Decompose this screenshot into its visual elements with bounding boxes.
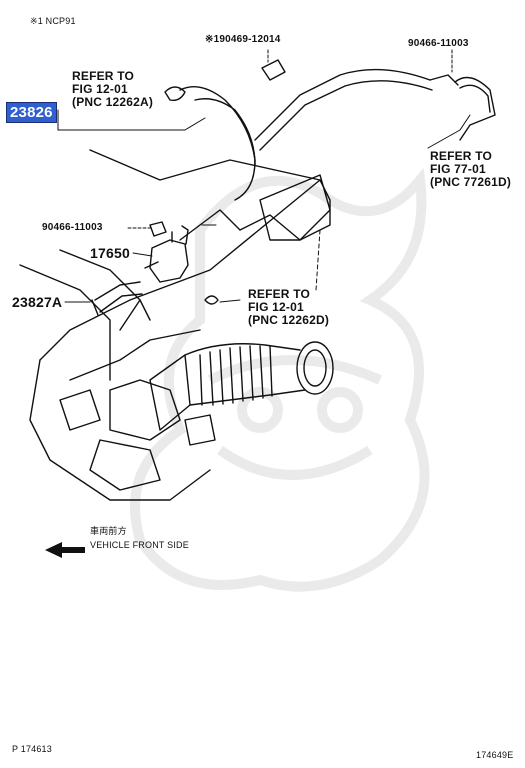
part-label-23827a[interactable]: 23827A <box>12 294 63 310</box>
reference-fig-77-01[interactable]: REFER TO FIG 77-01 (PNC 77261D) <box>430 150 511 189</box>
part-label-90469-12014[interactable]: ※190469-12014 <box>205 34 281 45</box>
reference-fig-12-01-a[interactable]: REFER TO FIG 12-01 (PNC 12262A) <box>72 70 153 109</box>
ref-line: (PNC 77261D) <box>430 175 512 189</box>
footer-right-code: 174649E <box>476 750 514 760</box>
note-ncp91: ※1 NCP91 <box>30 16 76 26</box>
ref-line: FIG 77-01 <box>430 162 486 176</box>
ref-line: FIG 12-01 <box>248 300 304 314</box>
ref-line: (PNC 12262A) <box>72 95 154 109</box>
reference-fig-12-01-d[interactable]: REFER TO FIG 12-01 (PNC 12262D) <box>248 288 329 327</box>
ref-line: REFER TO <box>72 69 135 83</box>
front-arrow-icon <box>45 542 85 558</box>
ref-line: (PNC 12262D) <box>248 313 330 327</box>
front-label-en: VEHICLE FRONT SIDE <box>90 540 189 550</box>
footer-left-code: P 174613 <box>12 744 52 754</box>
part-label-23826-highlighted[interactable]: 23826 <box>6 102 57 123</box>
part-label-90466-11003-left[interactable]: 90466-11003 <box>42 222 103 233</box>
front-label-jp: 車両前方 <box>90 526 127 536</box>
ref-line: REFER TO <box>248 287 311 301</box>
part-label-17650[interactable]: 17650 <box>90 245 130 261</box>
ref-line: FIG 12-01 <box>72 82 128 96</box>
part-label-90466-11003-top[interactable]: 90466-11003 <box>408 38 469 49</box>
ref-line: REFER TO <box>430 149 493 163</box>
